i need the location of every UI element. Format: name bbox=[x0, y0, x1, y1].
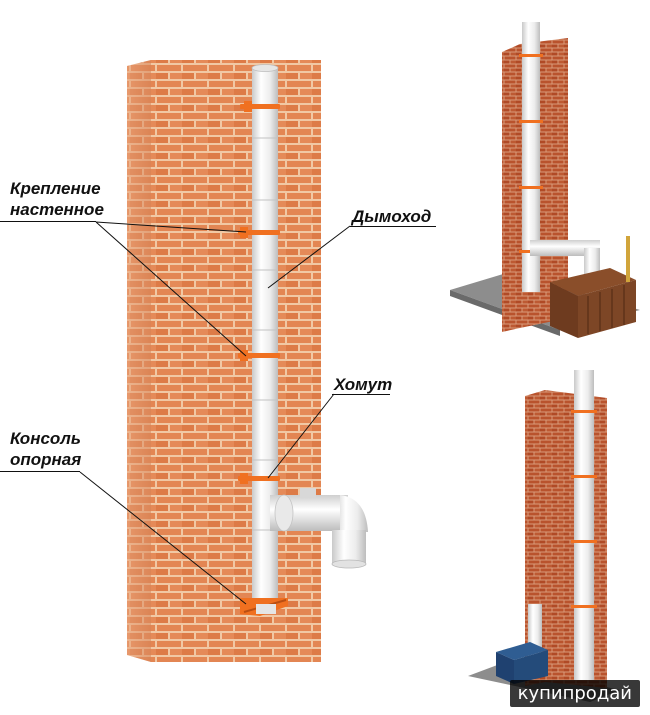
label-support-console-underline bbox=[0, 471, 80, 472]
pipe-elbow bbox=[270, 488, 368, 569]
label-chimney-text: Дымоход bbox=[352, 207, 432, 226]
label-wall-mount-underline bbox=[0, 221, 96, 222]
installation-preview-boiler-brown bbox=[450, 22, 640, 338]
label-chimney-underline bbox=[350, 226, 436, 227]
label-support-console: Консоль опорная bbox=[10, 428, 81, 470]
label-support-console-line1: Консоль bbox=[10, 429, 81, 448]
watermark-logo: купипродай bbox=[509, 680, 640, 707]
leader-lines bbox=[79, 221, 351, 605]
wall-mount-brackets bbox=[238, 101, 280, 484]
label-support-console-line2: опорная bbox=[10, 450, 82, 469]
label-clamp: Хомут bbox=[334, 374, 392, 395]
support-console bbox=[240, 598, 288, 616]
label-clamp-text: Хомут bbox=[334, 375, 393, 394]
label-chimney: Дымоход bbox=[352, 206, 431, 227]
installation-preview-boiler-blue bbox=[468, 370, 620, 702]
label-wall-mount-line1: Крепление bbox=[10, 179, 101, 198]
label-wall-mount: Крепление настенное bbox=[10, 178, 104, 220]
main-brick-wall bbox=[127, 60, 321, 662]
label-wall-mount-line2: настенное bbox=[10, 200, 104, 219]
label-clamp-underline bbox=[332, 394, 390, 395]
